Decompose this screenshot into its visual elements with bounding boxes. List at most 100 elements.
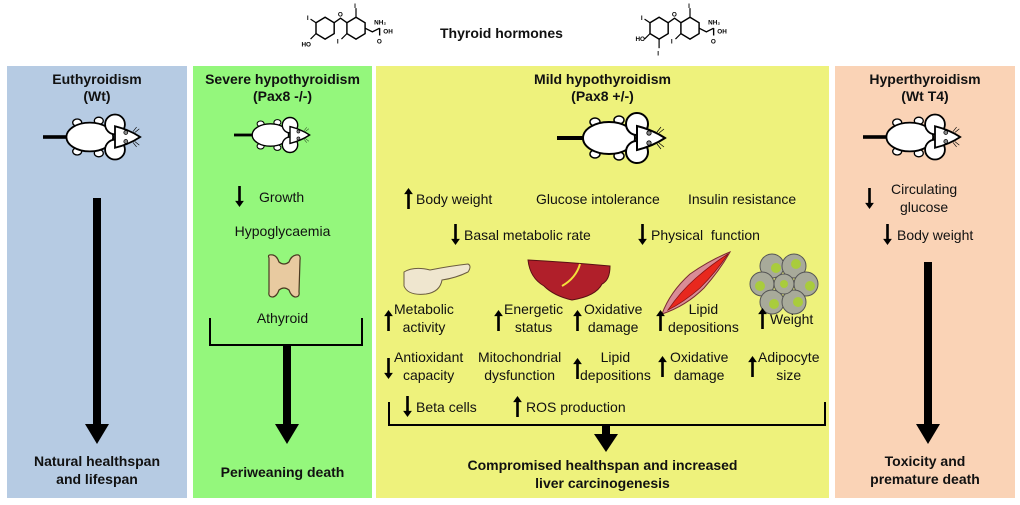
pancreas-icon [403,263,471,295]
outcome-arrowhead-icon [85,424,109,444]
outcome-arrow-shaft [924,262,932,428]
down-arrow-icon [235,186,244,207]
line2: size [776,367,802,383]
effect-weight: Weight [770,311,814,327]
line1: Lipid [688,301,719,317]
down-arrow-icon [638,224,647,245]
svg-text:HO: HO [635,36,645,43]
up-arrow-icon [658,356,667,377]
bracket-bottom [388,424,826,426]
svg-text:I: I [354,3,356,10]
title-line2: (Pax8 +/-) [571,88,634,104]
outcome-line2: liver carcinogenesis [535,475,670,491]
outcome-text: Natural healthspan and lifespan [7,452,187,488]
t3-molecule: I HO O I I NH₂ OH O [296,2,396,58]
mouse-icon [863,110,971,164]
panel-title: Hyperthyroidism (Wt T4) [835,71,1015,105]
effect-insulin-resistance: Insulin resistance [688,191,797,207]
effect-glucose-intolerance: Glucose intolerance [536,191,660,207]
title-line2: (Pax8 -/-) [252,88,313,104]
line1: Lipid [600,349,631,365]
up-arrow-icon [494,310,503,331]
effect-basal-metabolic-rate: Basal metabolic rate [464,227,591,243]
outcome-line1: Natural healthspan [33,453,161,469]
title-line1: Mild hypothyroidism [534,71,671,87]
svg-text:I: I [307,15,309,22]
down-arrow-icon [865,188,874,209]
svg-text:NH₂: NH₂ [374,20,386,27]
line1: Metabolic [394,301,454,317]
svg-text:I: I [688,3,690,10]
effect-mitochondrial-dysfunction: Mitochondrial dysfunction [478,348,561,384]
adipose-tissue-icon [749,253,819,315]
up-arrow-icon [748,356,757,377]
mouse-icon [43,110,151,164]
outcome-line2: premature death [870,471,980,487]
outcome-text: Compromised healthspan and increased liv… [376,456,829,492]
effect-ros-production: ROS production [526,399,626,415]
outcome-line1: Compromised healthspan and increased [467,457,738,473]
effect-lipid-depositions: Lipid depositions [668,300,739,336]
title-line1: Hyperthyroidism [869,71,981,87]
up-arrow-icon [758,308,767,329]
line1: Mitochondrial [478,349,562,365]
panel-title: Mild hypothyroidism (Pax8 +/-) [376,71,829,105]
svg-text:I: I [671,39,673,46]
down-arrow-icon [451,224,460,245]
up-arrow-icon [384,310,393,331]
line2: depositions [668,319,739,335]
outcome-arrowhead-icon [275,424,299,444]
down-arrow-icon [403,396,412,417]
up-arrow-icon [404,188,413,209]
line2: dysfunction [484,367,556,383]
line2: depositions [580,367,651,383]
effect-body-weight: Body weight [897,227,974,243]
effect-adipocyte-size: Adipocyte size [758,348,819,384]
bracket-left [209,318,211,346]
line1: Adipocyte [758,349,820,365]
line1: Energetic [504,301,564,317]
down-arrow-icon [384,358,393,379]
thyroid-gland-icon [267,254,301,298]
down-arrow-icon [883,224,892,245]
title-line1: Severe hypothyroidism [205,71,360,87]
svg-text:O: O [672,11,677,18]
outcome-text: Periweaning death [220,464,345,480]
effect-growth: Growth [259,189,305,205]
svg-text:OH: OH [717,29,727,36]
effect-circulating-glucose: Circulating glucose [891,180,957,216]
outcome-arrowhead-icon [594,434,618,452]
effect-antioxidant-capacity: Antioxidant capacity [394,348,463,384]
panel-severe-hypothyroidism: Severe hypothyroidism (Pax8 -/-) Growth … [193,66,372,498]
svg-text:NH₂: NH₂ [708,20,720,27]
t4-molecule: I HO I O I I NH₂ OH O [630,2,730,58]
outcome-arrow-shaft [93,198,101,428]
panel-title: Severe hypothyroidism (Pax8 -/-) [193,71,372,105]
line2: damage [587,319,639,335]
bracket-bottom [209,344,363,346]
panel-title: Euthyroidism (Wt) [7,71,187,105]
svg-text:HO: HO [301,41,311,48]
svg-text:O: O [377,39,382,46]
svg-text:I: I [337,39,339,46]
outcome-arrow-shaft [283,346,291,428]
svg-text:O: O [338,11,343,18]
svg-text:I: I [657,50,659,57]
line1: Oxidative [584,301,643,317]
header-title: Thyroid hormones [440,25,563,41]
line1: Circulating [891,181,958,197]
up-arrow-icon [573,310,582,331]
title-line2: (Wt T4) [901,88,949,104]
mouse-icon [557,106,677,170]
panel-hyperthyroidism: Hyperthyroidism (Wt T4) Circulating gluc… [835,66,1015,498]
panel-mild-hypothyroidism: Mild hypothyroidism (Pax8 +/-) Body weig… [376,66,829,498]
outcome-arrow-shaft [602,426,610,436]
title-line1: Euthyroidism [52,71,142,87]
effect-lipid-depositions-liver: Lipid depositions [580,348,651,384]
organ-label-athyroid: Athyroid [256,310,309,326]
effect-beta-cells: Beta cells [416,399,477,415]
bracket-right [361,318,363,346]
mouse-icon [234,114,318,156]
muscle-icon [661,251,732,315]
outcome-arrowhead-icon [916,424,940,444]
